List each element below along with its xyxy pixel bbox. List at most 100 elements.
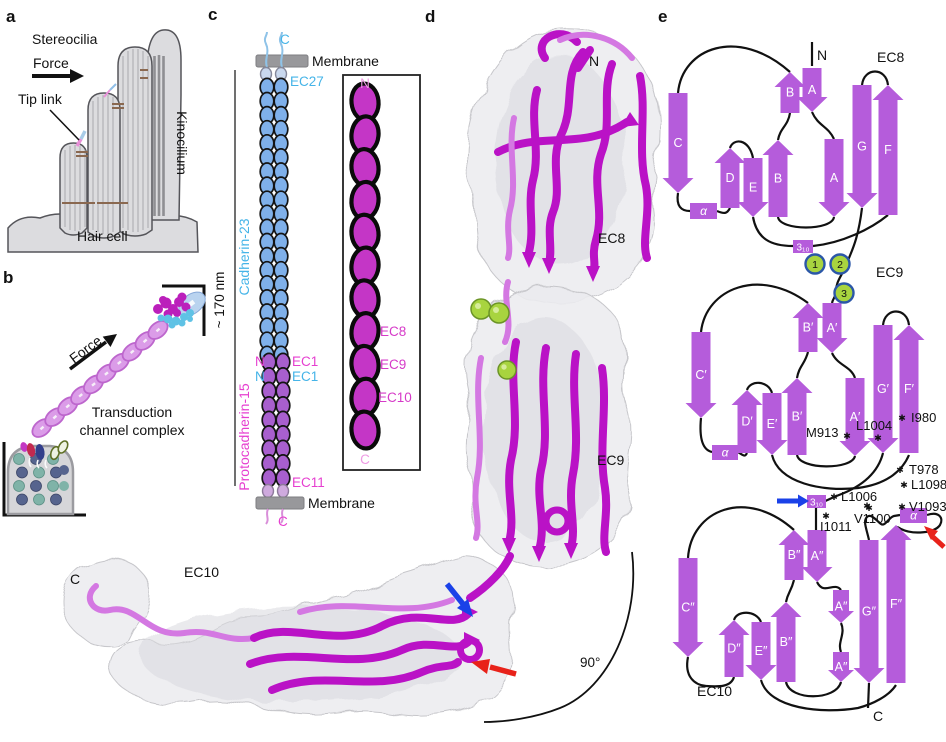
strand-EC8-B: B bbox=[762, 140, 794, 217]
protocadherin15-label: Protocadherin-15 bbox=[236, 383, 252, 491]
three10-box-EC10: 3₁₀ bbox=[807, 495, 826, 509]
helix-label: α bbox=[700, 204, 708, 218]
inset-ovals bbox=[349, 81, 381, 451]
strand-label: D″ bbox=[727, 642, 741, 656]
strand-label: G″ bbox=[862, 605, 877, 619]
strand-EC10-B″: B″ bbox=[770, 602, 802, 682]
inset-n-label: N bbox=[360, 76, 370, 91]
strand-label: B′ bbox=[792, 410, 803, 424]
mutation-star: ✱ bbox=[900, 480, 908, 490]
helix-box-EC9: α bbox=[712, 445, 738, 460]
strand-label: B bbox=[786, 86, 794, 100]
actin-blob bbox=[33, 466, 45, 479]
strand-EC9-B′: B′ bbox=[792, 303, 824, 352]
strand-label: E″ bbox=[755, 644, 768, 658]
e-c-label: C bbox=[873, 708, 883, 724]
residue-label-L1006: L1006 bbox=[841, 489, 877, 504]
inset-ec-oval bbox=[349, 409, 381, 451]
stereocilium-3 bbox=[117, 46, 153, 237]
d-ec9-label: EC9 bbox=[597, 452, 624, 468]
c-bottom-c-label: C bbox=[278, 514, 288, 529]
d-angle-label: 90° bbox=[580, 655, 600, 670]
ribbon-ec8 bbox=[494, 30, 652, 282]
calcium-ions bbox=[470, 298, 517, 380]
calcium-ion bbox=[470, 298, 492, 320]
pcdh15-surface-blob bbox=[153, 304, 163, 314]
cdh23-surface-blob bbox=[180, 313, 188, 321]
actin-bundle bbox=[13, 453, 69, 506]
strand-EC10-A″: A″ bbox=[828, 590, 854, 623]
pcdh15-chain bbox=[31, 320, 169, 438]
ec1-pink-label: EC1 bbox=[292, 354, 318, 369]
angle-arc bbox=[483, 551, 635, 723]
inset-label-EC9: EC9 bbox=[380, 357, 406, 372]
helix-box-EC10: α bbox=[900, 508, 927, 523]
actin-blob bbox=[13, 453, 25, 465]
strand-label: D′ bbox=[741, 415, 753, 429]
panel-b-tag: b bbox=[3, 268, 13, 287]
strand-label: B″ bbox=[788, 548, 801, 562]
helix-box-EC8: α bbox=[690, 203, 717, 219]
actin-blob bbox=[47, 480, 59, 492]
cdh23-surface-blob bbox=[178, 319, 186, 327]
strand-EC9-F′: F′ bbox=[893, 325, 925, 453]
b-force-arrow bbox=[68, 334, 117, 371]
strand-label: A bbox=[808, 83, 817, 97]
mutation-star: ✱ bbox=[874, 433, 882, 443]
cdh23-oval-chain bbox=[259, 77, 289, 365]
strand-EC10-F″: F″ bbox=[880, 525, 912, 683]
residue-label-L1004: L1004 bbox=[856, 418, 892, 433]
panel-b: b Force Transduction channel complex bbox=[2, 268, 206, 517]
mutation-star: ✱ bbox=[830, 492, 838, 502]
c-top-c-label: C bbox=[280, 32, 290, 47]
mutation-star: ✱ bbox=[898, 502, 906, 512]
actin-blob bbox=[13, 480, 25, 492]
actin-blob bbox=[30, 480, 42, 492]
strand-EC10-A″: A″ bbox=[801, 530, 833, 582]
strand-label: C′ bbox=[695, 368, 707, 382]
three10-box-EC8: 3₁₀ bbox=[793, 240, 813, 254]
d-c-label: C bbox=[70, 571, 80, 587]
ec1-cyan-label: EC1 bbox=[292, 369, 318, 384]
e-n-label: N bbox=[817, 47, 827, 63]
strand-label: F′ bbox=[904, 382, 915, 396]
helix-label: α bbox=[722, 446, 730, 460]
actin-blob bbox=[59, 481, 69, 491]
inset-label-EC8: EC8 bbox=[380, 324, 406, 339]
strand-EC9-A′: A′ bbox=[816, 303, 848, 353]
strand-EC8-G: G bbox=[846, 85, 878, 208]
cdh23-surface-blob bbox=[168, 321, 176, 329]
cell-membrane-dome bbox=[2, 440, 86, 517]
n-cyan-label: N bbox=[255, 369, 265, 384]
panel-a: a Stereocilia Force Tip link Kinocilium … bbox=[6, 7, 199, 253]
residue-label-M913: M913 bbox=[806, 425, 839, 440]
panel-c: c C Membrane EC27 Cadherin-23 ~ 170 nm N… bbox=[208, 5, 421, 529]
strand-EC8-F: F bbox=[872, 85, 904, 215]
calcium-site-2: 2 bbox=[829, 253, 851, 275]
lateral-links bbox=[62, 69, 148, 204]
cdh23-surface-blob bbox=[157, 314, 165, 322]
mutation-star: ✱ bbox=[865, 503, 873, 513]
strand-label: A bbox=[830, 171, 839, 185]
kinocilium-label: Kinocilium bbox=[174, 111, 190, 175]
tip-link-label: Tip link bbox=[18, 91, 63, 107]
actin-blob bbox=[33, 493, 45, 506]
panel-e-tag: e bbox=[658, 7, 667, 26]
strand-EC10-C″: C″ bbox=[672, 558, 704, 657]
strand-label: E′ bbox=[767, 417, 778, 431]
e-domain-label-EC10: EC10 bbox=[697, 683, 732, 699]
inset-label-EC10: EC10 bbox=[378, 390, 412, 405]
force-arrow bbox=[32, 69, 84, 83]
cadherin23-label: Cadherin-23 bbox=[236, 218, 252, 295]
helix-ec9 bbox=[542, 506, 572, 536]
n-pink-label: N bbox=[255, 354, 265, 369]
mutation-star: ✱ bbox=[898, 413, 906, 423]
strand-EC8-C: C bbox=[662, 93, 694, 193]
actin-blob bbox=[16, 466, 28, 479]
strand-label: A′ bbox=[827, 321, 838, 335]
e-domain-label-EC9: EC9 bbox=[876, 264, 903, 280]
stereocilia-label: Stereocilia bbox=[32, 31, 98, 47]
